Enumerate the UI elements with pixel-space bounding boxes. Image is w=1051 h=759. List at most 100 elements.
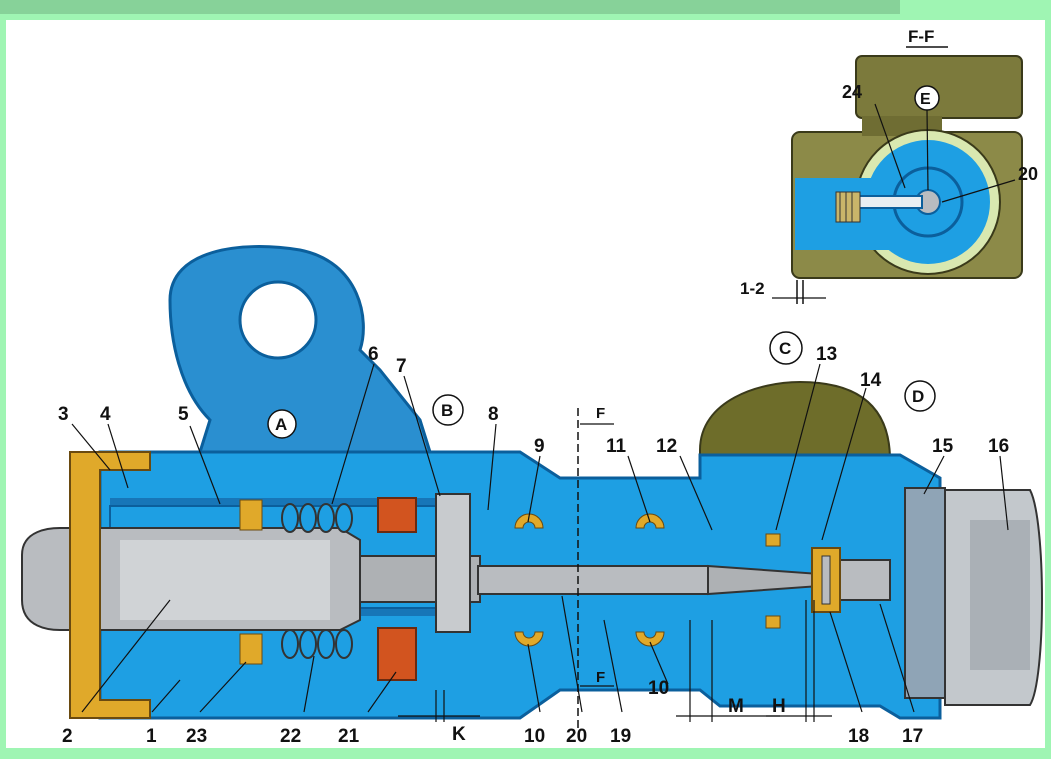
plug-face [970,520,1030,670]
part-label-4: 4 [100,404,111,425]
spring-coil [299,629,317,659]
leader-22 [303,655,315,713]
labels: A B C D 3 4 5 6 7 8 9 11 12 13 14 15 16 … [58,331,1009,747]
part-label-19: 19 [610,726,631,747]
dimension-label-M: M [728,696,744,717]
leader-20 [941,179,1016,203]
leader-24 [874,103,906,189]
part-label-20: 20 [566,726,587,747]
rod-highlight [120,540,330,620]
section-view-ff: F-F 24 E 20 1-2 [740,27,1038,304]
part-label-7: 7 [396,356,407,377]
seal-10-left [514,631,544,647]
valve-head [821,555,831,605]
part-label-12: 12 [656,436,677,457]
part-label-5: 5 [178,404,189,425]
part-label-3: 3 [58,404,69,425]
spring-coil [317,503,335,533]
seal-13-bottom [765,615,781,629]
leader-18 [829,611,863,713]
part-label-2: 2 [62,726,73,747]
seal-13-top [765,533,781,547]
leader-12 [679,455,713,531]
section-label-20: 20 [1018,164,1038,184]
part-label-1: 1 [146,726,157,747]
seal-9 [514,513,544,529]
dimension-label-H: H [772,696,786,717]
leader-6 [331,363,375,505]
part-label-22: 22 [280,726,301,747]
spring-coil [335,629,353,659]
bracket-hole [238,280,318,360]
leader-20 [561,595,583,713]
section-title: F-F [908,27,934,46]
valve-stem [477,565,709,595]
leader-E [926,109,929,191]
leader-23 [199,661,247,713]
section-mark-bottom: F [596,669,605,686]
part-label-14: 14 [860,370,882,391]
leader-17 [879,603,915,713]
label-D: D [912,387,924,406]
part-label-23: 23 [186,726,207,747]
dimension-label-K: K [452,724,466,745]
main-assembly [21,245,1043,730]
leader-16 [999,455,1009,531]
plug-flange [904,487,946,699]
circle-C [769,331,803,365]
leader-3 [71,423,111,471]
leader-11 [627,455,651,523]
spring [281,503,353,659]
circle-B [432,394,464,426]
part-label-10-b: 10 [648,678,669,699]
spring-coil [281,629,299,659]
leader-10-left [527,643,541,713]
bushing-21-bottom [377,627,417,681]
protective-cap [69,451,151,719]
section-circle-E [914,85,940,111]
section-slot [857,195,923,209]
section-label-E: E [920,91,931,108]
leader-4 [107,423,129,489]
leader-10-right [649,641,669,685]
leader-2 [81,599,171,713]
part-label-9: 9 [534,436,545,457]
leader-19 [603,619,623,713]
ring-23-bottom [239,633,263,665]
part-label-13: 13 [816,344,837,365]
leader-21 [367,671,397,713]
bushing-21-top [377,497,417,533]
seal-10-right [635,631,665,647]
part-label-16: 16 [988,436,1009,457]
leader-9 [527,455,541,523]
section-label-1-2: 1-2 [740,279,765,298]
piston-disc [435,493,471,633]
dimensions-and-leaders [71,363,1009,722]
leader-13 [775,363,821,531]
part-label-8: 8 [488,404,499,425]
part-label-21: 21 [338,726,360,747]
part-label-18: 18 [848,726,869,747]
title-strip [0,0,1051,20]
part-label-11: 11 [606,436,627,457]
leader-7 [403,375,441,497]
spring-coil [299,503,317,533]
leader-14 [821,387,867,541]
section-mark-top: F [596,405,605,422]
part-label-6: 6 [368,344,379,365]
part-label-17: 17 [902,726,923,747]
circle-D [904,380,936,412]
leader-1 [151,679,181,713]
section-upper-body [855,55,1023,119]
circle-A [267,409,297,439]
section-label-24: 24 [842,82,862,102]
cropped-heading [0,0,900,14]
part-label-10: 10 [524,726,545,747]
part-label-15: 15 [932,436,954,457]
spring-coil [335,503,353,533]
ring-23-top [239,499,263,531]
label-A: A [275,415,287,434]
leader-5 [189,425,221,505]
leader-8 [487,423,497,511]
